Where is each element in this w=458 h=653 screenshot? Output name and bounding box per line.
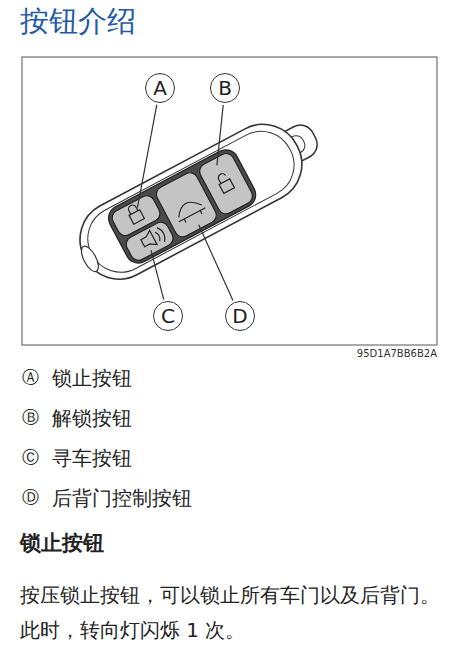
button-panel [104, 145, 260, 267]
lock-icon [125, 203, 144, 225]
callout-letter: A [153, 78, 167, 98]
fob-body [67, 111, 316, 293]
callout-letter: D [232, 306, 247, 326]
figure-code: 95D1A7BB6B2A [357, 347, 437, 360]
list-text: 解锁按钮 [52, 405, 132, 431]
list-marker: Ⓒ [22, 446, 39, 468]
fob-inner-edge [77, 120, 306, 283]
list-text: 锁止按钮 [52, 365, 132, 391]
horn-icon [139, 225, 167, 251]
callout-circle: A [145, 73, 175, 103]
callout-circle: D [225, 301, 255, 331]
callout-circle: B [210, 73, 240, 103]
callout-letter: B [218, 78, 232, 98]
leader-line [199, 225, 233, 301]
unlock-icon [215, 171, 234, 193]
page-title: 按钮介绍 [20, 2, 136, 42]
callout-letter: C [161, 306, 175, 326]
unlock-button [197, 151, 255, 217]
list-marker: Ⓐ [22, 366, 39, 388]
callout-circle: C [153, 301, 183, 331]
list-marker: Ⓓ [22, 486, 39, 508]
list-text: 后背门控制按钮 [52, 485, 192, 511]
section-heading: 锁止按钮 [20, 530, 104, 557]
key-fob [65, 102, 333, 294]
list-text: 寻车按钮 [52, 445, 132, 471]
leader-lines [137, 105, 233, 301]
leader-line [217, 105, 223, 165]
fob-end-cap [78, 244, 102, 274]
lock-button [109, 193, 162, 238]
tailgate-icon [173, 196, 207, 225]
leader-line [151, 250, 164, 299]
leader-line [137, 105, 156, 208]
list-marker: Ⓑ [22, 406, 39, 428]
body-paragraph: 按压锁止按钮，可以锁止所有车门以及后背门。此时，转向灯闪烁 1 次。 [20, 578, 445, 648]
figure-frame [22, 57, 437, 345]
